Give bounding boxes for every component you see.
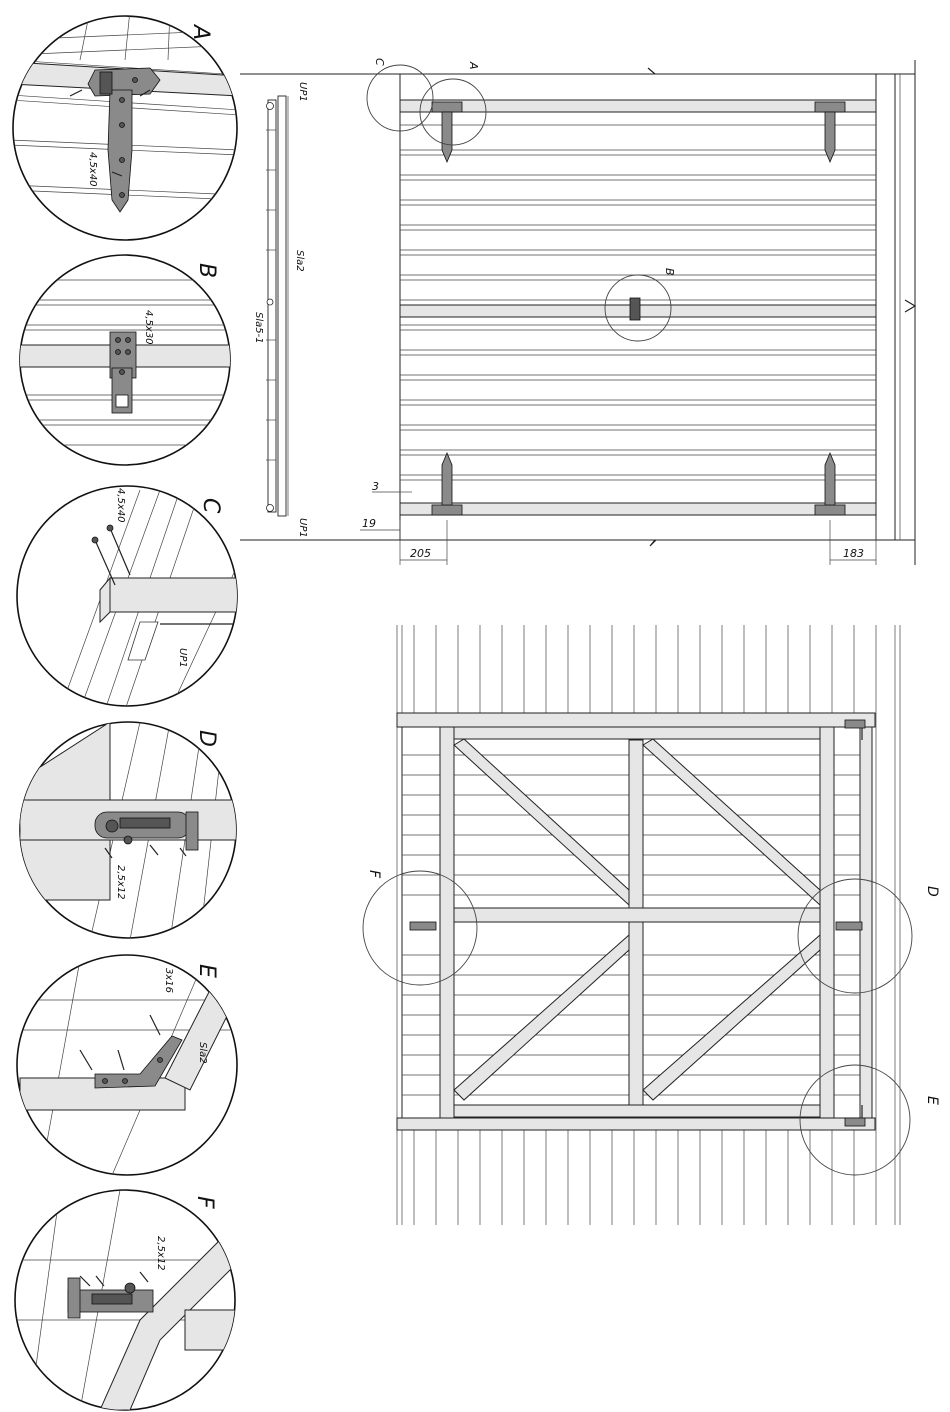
side-mid-part-label: Sla2 xyxy=(294,250,305,272)
front-latch xyxy=(630,298,640,320)
side-view: UP1 Sla2 Sla5-1 UP1 xyxy=(240,74,388,540)
rear-callout-e: E xyxy=(924,1096,940,1105)
rear-hinge-top xyxy=(845,720,865,728)
detail-e-part-label: Sla2 xyxy=(197,1042,208,1064)
side-bottom-part-label: UP1 xyxy=(297,518,308,538)
detail-d-label: D xyxy=(194,730,219,747)
detail-a-screw-label: 4,5x40 xyxy=(87,152,98,187)
front-callout-a: A xyxy=(467,61,480,70)
detail-e-screw-label: 3x16 xyxy=(163,968,174,993)
detail-b: B 4,5x30 xyxy=(15,255,240,465)
detail-c-screw-label: 4,5x40 xyxy=(115,488,126,523)
detail-a-label: A xyxy=(188,23,213,40)
detail-e-label: E xyxy=(194,964,219,978)
dim-offset: 19 xyxy=(362,517,376,530)
dim-left-hinge: 205 xyxy=(410,547,431,560)
detail-b-screw-label: 4,5x30 xyxy=(143,310,154,345)
detail-a: A 4,5x40 xyxy=(10,10,240,240)
front-callout-b: B xyxy=(663,268,676,276)
rear-bolt-d xyxy=(836,922,862,930)
detail-f-label: F xyxy=(192,1196,217,1209)
side-top-part-label: UP1 xyxy=(297,82,308,102)
detail-b-label: B xyxy=(194,263,219,278)
detail-f-screw-label: 2,5x12 xyxy=(155,1236,166,1271)
front-callout-c: C xyxy=(373,58,386,66)
rear-hinge-bottom xyxy=(845,1118,865,1126)
rear-latch-f xyxy=(410,922,436,930)
rear-view: F D E xyxy=(363,625,940,1225)
side-lower-part-label: Sla5-1 xyxy=(253,312,264,344)
detail-e: E 3x16 Sla2 xyxy=(17,955,237,1180)
dim-right-hinge: 183 xyxy=(843,547,864,560)
detail-c-label: C xyxy=(198,498,223,514)
detail-f: F 2,5x12 xyxy=(15,1190,240,1410)
detail-c-part-label: UP1 xyxy=(177,648,188,668)
rear-callout-f: F xyxy=(366,870,382,879)
detail-d-screw-label: 2,5x12 xyxy=(115,865,126,900)
dim-gap: 3 xyxy=(372,480,379,493)
detail-c: C 4,5x40 UP1 xyxy=(17,486,240,710)
front-view: C A B 3 19 205 183 xyxy=(360,58,915,565)
rear-callout-d: D xyxy=(924,886,940,897)
detail-d: D 2,5x12 xyxy=(20,722,240,940)
